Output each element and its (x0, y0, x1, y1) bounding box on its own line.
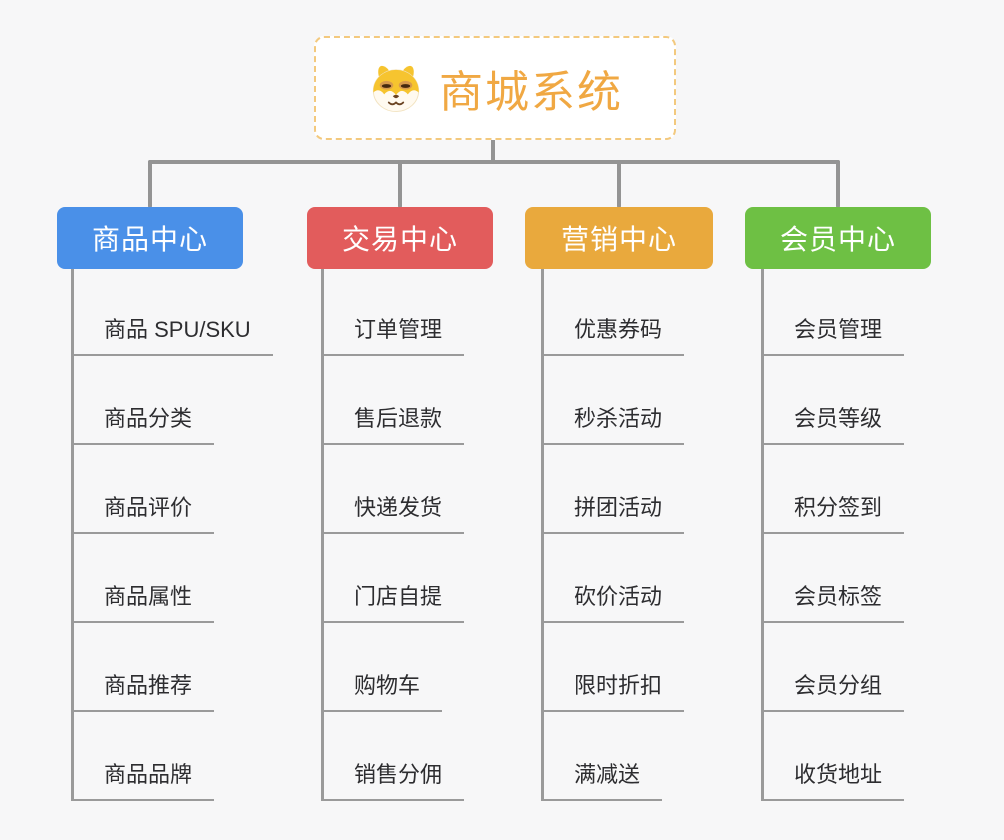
connector-drop-member (836, 160, 840, 208)
leaf-shopping-cart[interactable]: 购物车 (321, 670, 443, 712)
connector-drop-trade (398, 160, 402, 208)
leaf-limited-discount[interactable]: 限时折扣 (541, 670, 685, 712)
trunk-line-product (71, 269, 74, 801)
leaf-product-spu-sku[interactable]: 商品 SPU/SKU (71, 314, 273, 356)
branch-member-label: 会员中心 (779, 224, 896, 255)
connector-horizontal-bar (148, 160, 840, 164)
leaf-points-checkin[interactable]: 积分签到 (761, 492, 905, 534)
leaf-bargain-activity[interactable]: 砍价活动 (541, 581, 685, 623)
branch-trade-center[interactable]: 交易中心 (307, 207, 493, 269)
branch-product-label: 商品中心 (91, 224, 208, 255)
leaf-member-groups[interactable]: 会员分组 (761, 670, 905, 712)
dog-face-icon (372, 65, 420, 113)
trunk-line-member (761, 269, 764, 801)
branch-product-center[interactable]: 商品中心 (57, 207, 243, 269)
leaf-spend-and-save[interactable]: 满减送 (541, 759, 663, 801)
leaf-coupon-codes[interactable]: 优惠券码 (541, 314, 685, 356)
leaf-group-buying[interactable]: 拼团活动 (541, 492, 685, 534)
leaf-sales-commission[interactable]: 销售分佣 (321, 759, 465, 801)
leaf-product-category[interactable]: 商品分类 (71, 403, 215, 445)
leaf-product-review[interactable]: 商品评价 (71, 492, 215, 534)
trunk-line-trade (321, 269, 324, 801)
leaf-member-level[interactable]: 会员等级 (761, 403, 905, 445)
leaf-member-tags[interactable]: 会员标签 (761, 581, 905, 623)
connector-root-stem (491, 140, 495, 164)
branch-member-center[interactable]: 会员中心 (745, 207, 931, 269)
leaf-flash-sale[interactable]: 秒杀活动 (541, 403, 685, 445)
connector-drop-product (148, 160, 152, 208)
branch-trade-label: 交易中心 (341, 224, 458, 255)
leaf-express-shipping[interactable]: 快递发货 (321, 492, 465, 534)
branch-marketing-label: 营销中心 (560, 224, 677, 255)
leaf-product-attribute[interactable]: 商品属性 (71, 581, 215, 623)
leaf-product-brand[interactable]: 商品品牌 (71, 759, 215, 801)
leaf-member-management[interactable]: 会员管理 (761, 314, 905, 356)
trunk-line-marketing (541, 269, 544, 801)
leaf-order-management[interactable]: 订单管理 (321, 314, 465, 356)
connector-drop-marketing (617, 160, 621, 208)
leaf-product-recommend[interactable]: 商品推荐 (71, 670, 215, 712)
root-topic-label: 商城系统 (439, 68, 623, 117)
leaf-store-pickup[interactable]: 门店自提 (321, 581, 465, 623)
branch-marketing-center[interactable]: 营销中心 (525, 207, 713, 269)
leaf-shipping-address[interactable]: 收货地址 (761, 759, 905, 801)
root-topic[interactable]: 商城系统 (314, 36, 676, 140)
leaf-aftersale-refund[interactable]: 售后退款 (321, 403, 465, 445)
